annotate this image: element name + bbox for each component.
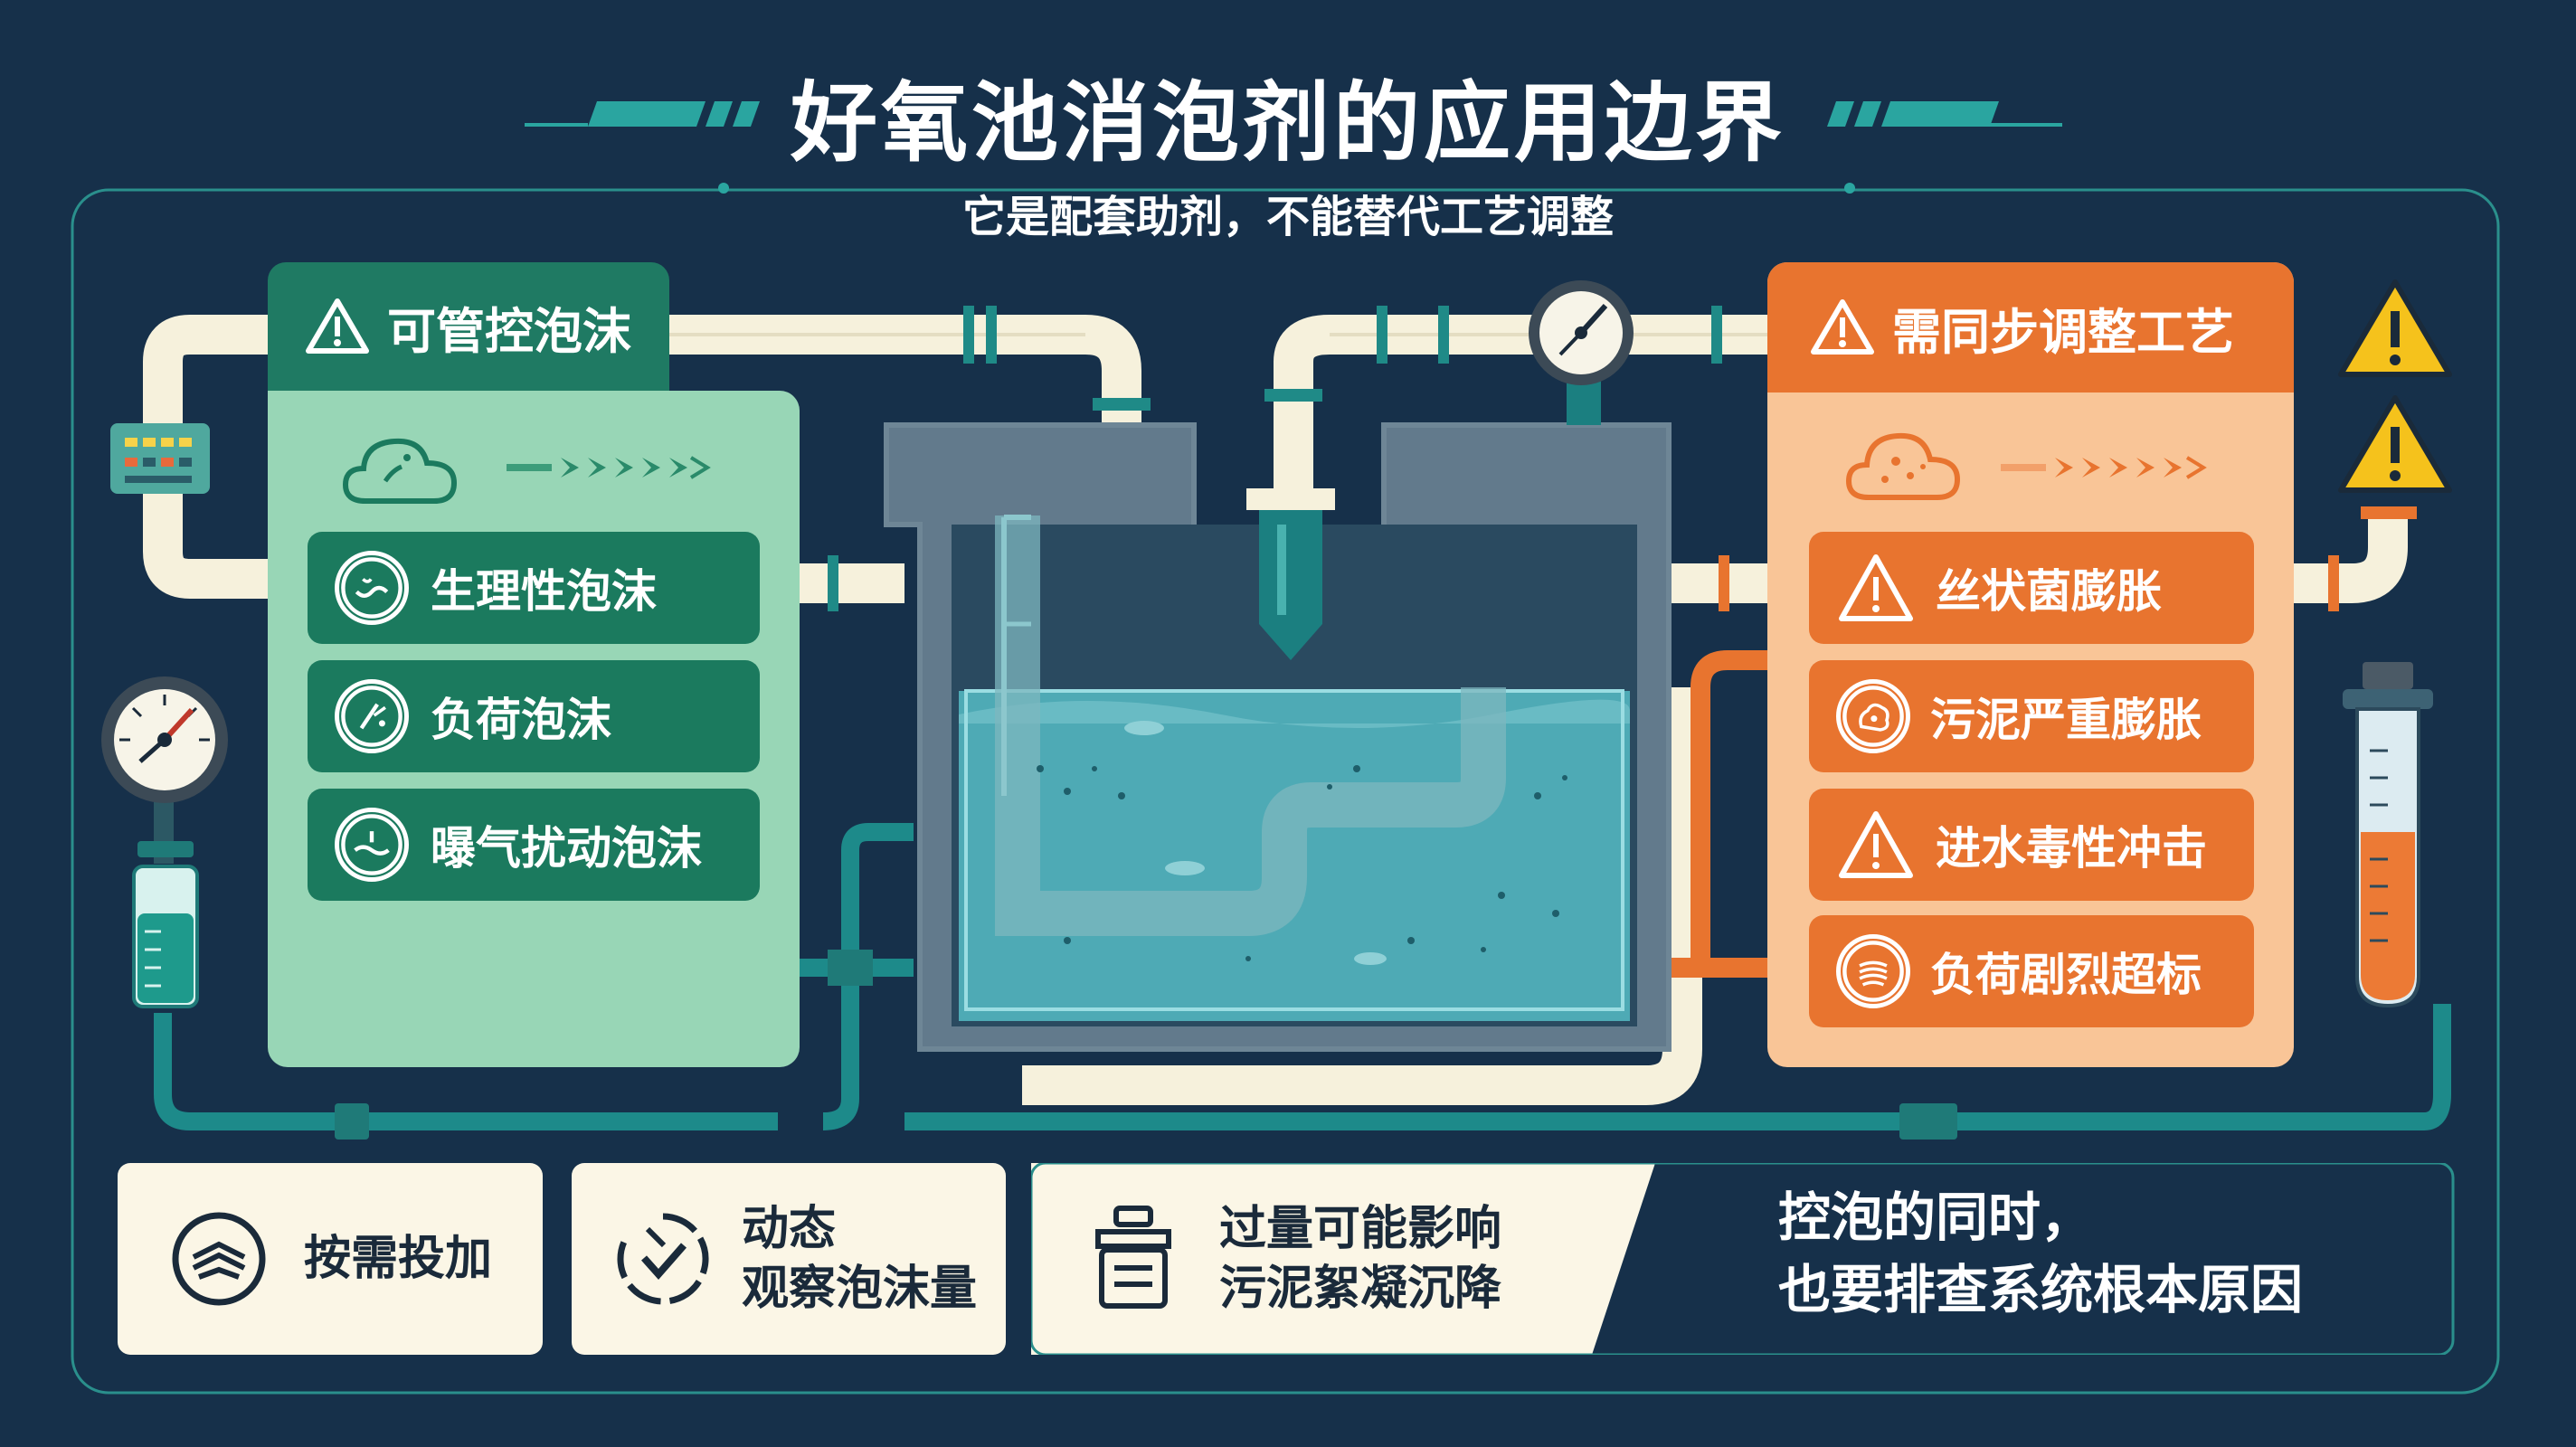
pressure-gauge-left <box>101 676 228 864</box>
frame-title-gap <box>1103 101 1474 119</box>
control-panel-box <box>110 423 210 494</box>
layers-icon <box>172 1212 266 1306</box>
arrow-chevrons-green <box>507 456 711 479</box>
dosing-nozzle <box>1246 488 1335 660</box>
process-item-toxic: 进水毒性冲击 <box>1809 789 2254 901</box>
process-item-overload: 负荷剧烈超标 <box>1809 915 2254 1027</box>
process-item-label: 进水毒性冲击 <box>1936 822 2207 875</box>
card-overdose-line1: 过量可能影响 <box>1219 1202 1502 1256</box>
title-decoration-left <box>525 101 760 194</box>
check-circle-icon <box>617 1213 709 1305</box>
cloud-icon-orange <box>1845 432 1961 500</box>
card-dose-on-demand: 按需投加 <box>118 1163 543 1355</box>
process-item-filamentous: 丝状菌膨胀 <box>1809 532 2254 644</box>
conclusion-text: 控泡的同时， 也要排查系统根本原因 <box>1778 1181 2411 1326</box>
conclusion-banner <box>1031 1163 2455 1355</box>
card-observe-line2: 观察泡沫量 <box>742 1262 978 1316</box>
teal-pipes <box>154 823 2451 1130</box>
page-title: 好氧池消泡剂的应用边界 <box>791 72 1785 174</box>
process-item-sludge: 污泥严重膨胀 <box>1809 660 2254 772</box>
container-icon <box>1095 1206 1171 1309</box>
warning-icon <box>1839 554 1913 621</box>
cloud-icon <box>342 438 458 504</box>
foam-item-load: 负荷泡沫 <box>308 660 760 772</box>
pipe-couplings <box>828 306 1722 611</box>
pressure-gauge-top <box>1529 280 1634 425</box>
manageable-foam-tab: 可管控泡沫 <box>268 262 669 391</box>
warning-icon <box>1839 811 1913 878</box>
outer-frame <box>71 188 2500 1395</box>
title-decoration-right <box>1827 101 2062 194</box>
arrow-chevrons-orange <box>2001 456 2207 479</box>
process-adjust-heading: 需同步调整工艺 <box>1892 303 2234 361</box>
wave-icon <box>335 551 409 625</box>
foam-item-label: 生理性泡沫 <box>431 565 657 618</box>
conclusion-line2: 也要排查系统根本原因 <box>1778 1259 2304 1320</box>
process-item-label: 负荷剧烈超标 <box>1930 949 2202 1001</box>
card-observe-foam: 动态 观察泡沫量 <box>572 1163 1006 1355</box>
process-item-label: 污泥严重膨胀 <box>1930 694 2202 746</box>
foam-item-label: 负荷泡沫 <box>431 694 611 746</box>
test-tube-right <box>2343 662 2433 1008</box>
card-observe-line1: 动态 <box>742 1202 837 1256</box>
card-overdose-line2: 污泥絮凝沉降 <box>1219 1262 1502 1316</box>
card-dose-label: 按需投加 <box>304 1232 493 1286</box>
sludge-icon <box>1836 679 1910 753</box>
foam-item-label: 曝气扰动泡沫 <box>431 822 702 875</box>
page-subtitle: 它是配套助剂，不能替代工艺调整 <box>961 192 1614 242</box>
process-item-label: 丝状菌膨胀 <box>1936 565 2162 618</box>
teal-couplings <box>335 950 1957 1140</box>
manageable-foam-heading: 可管控泡沫 <box>387 302 631 360</box>
warning-triangles <box>2338 279 2452 493</box>
foam-item-physiological: 生理性泡沫 <box>308 532 760 644</box>
conclusion-line1: 控泡的同时， <box>1778 1187 2094 1248</box>
foam-item-aeration: 曝气扰动泡沫 <box>308 789 760 901</box>
aeration-icon <box>335 808 409 882</box>
warning-icon <box>306 298 369 354</box>
process-adjust-tab: 需同步调整工艺 <box>1767 262 2294 392</box>
spark-icon <box>335 679 409 753</box>
card-overdose-warning: 过量可能影响 污泥絮凝沉降 <box>1085 1163 1501 1355</box>
warning-icon <box>1811 299 1874 355</box>
sample-vial-left <box>132 841 199 1008</box>
layers-icon <box>1836 934 1910 1008</box>
